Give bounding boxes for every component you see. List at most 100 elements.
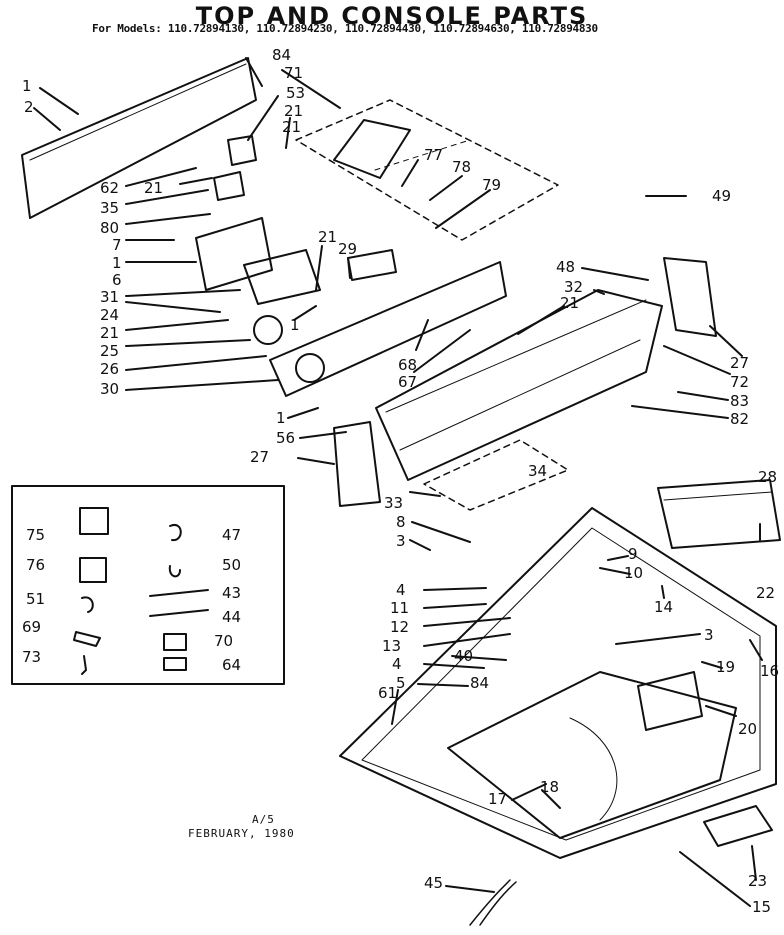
inset-callout-label: 73 — [22, 648, 41, 666]
callout-label: 17 — [488, 790, 507, 808]
lint-filter — [657, 479, 781, 549]
callout-label: 21 — [282, 118, 301, 136]
inset-callout-label: 64 — [222, 656, 241, 674]
callout-label: 20 — [738, 720, 757, 738]
callout-label: 5 — [396, 674, 406, 692]
callout-label: 2 — [24, 98, 34, 116]
callout-label: 1 — [22, 77, 32, 95]
inset-part-70 — [163, 633, 187, 651]
back-panel — [21, 57, 257, 219]
callout-label: 3 — [704, 626, 714, 644]
callout-label: 4 — [392, 655, 402, 673]
callout-label: 25 — [100, 342, 119, 360]
callout-label: 21 — [144, 179, 163, 197]
inset-part-73 — [81, 655, 87, 675]
callout-label: 21 — [284, 102, 303, 120]
footnote-code: A/5 — [252, 813, 275, 826]
callout-label: 9 — [628, 545, 638, 563]
callout-label: 30 — [100, 380, 119, 398]
callout-label: 56 — [276, 429, 295, 447]
callout-label: 7 — [112, 236, 122, 254]
inset-part-43 — [149, 589, 209, 597]
callout-label: 3 — [396, 532, 406, 550]
callout-label: 80 — [100, 219, 119, 237]
callout-label: 78 — [452, 158, 471, 176]
inset-part-47 — [169, 523, 182, 542]
callout-label: 21 — [100, 324, 119, 342]
callout-label: 10 — [624, 564, 643, 582]
inset-callout-label: 50 — [222, 556, 241, 574]
callout-labels: 1 2 84 71 53 21 21 62 21 35 80 7 1 6 31 … — [22, 46, 779, 916]
inset-part-75 — [79, 507, 109, 535]
callout-label: 40 — [454, 647, 473, 665]
callout-label: 31 — [100, 288, 119, 306]
console-back-plate — [269, 261, 507, 397]
callout-label: 24 — [100, 306, 119, 324]
callout-label: 48 — [556, 258, 575, 276]
callout-label: 23 — [748, 872, 767, 890]
inset-callout-label: 76 — [26, 556, 45, 574]
callout-label: 45 — [424, 874, 443, 892]
callout-label: 13 — [382, 637, 401, 655]
callout-label: 27 — [250, 448, 269, 466]
callout-label: 35 — [100, 199, 119, 217]
callout-label: 27 — [730, 354, 749, 372]
inset-callout-label: 70 — [214, 632, 233, 650]
wire-harness — [469, 879, 517, 926]
control-panel — [375, 289, 663, 481]
inset-callout-label: 44 — [222, 608, 241, 626]
callout-label: 19 — [716, 658, 735, 676]
callout-label: 62 — [100, 179, 119, 197]
callout-label: 53 — [286, 84, 305, 102]
callout-label: 29 — [338, 240, 357, 258]
callout-label: 15 — [752, 898, 771, 916]
callout-label: 82 — [730, 410, 749, 428]
switch-part — [213, 171, 245, 201]
footnote: A/5 FEBRUARY, 1980 — [188, 813, 295, 841]
inset-part-76 — [79, 557, 107, 583]
callout-label: 71 — [284, 64, 303, 82]
callout-label: 49 — [712, 187, 731, 205]
callout-label: 61 — [378, 684, 397, 702]
switch-box — [637, 671, 703, 731]
wiring-part — [333, 119, 411, 179]
callout-label: 28 — [758, 468, 777, 486]
callout-label: 6 — [112, 271, 122, 289]
page-title: TOP AND CONSOLE PARTS — [195, 2, 589, 30]
callout-label: 22 — [756, 584, 775, 602]
callout-label: 83 — [730, 392, 749, 410]
inset-callout-label: 47 — [222, 526, 241, 544]
inset-callout-label: 51 — [26, 590, 45, 608]
models-list: For Models: 110.72894130, 110.72894230, … — [92, 22, 598, 35]
inset-callout-label: 69 — [22, 618, 41, 636]
inset-callout-label: 43 — [222, 584, 241, 602]
callout-label: 33 — [384, 494, 403, 512]
inset-callout-labels: 75 76 51 69 73 47 50 43 44 70 64 — [22, 526, 241, 674]
inset-part-69 — [73, 631, 101, 647]
end-cap-left — [333, 421, 381, 507]
switch-part — [227, 135, 257, 166]
callout-label: 8 — [396, 513, 406, 531]
inset-part-50 — [168, 565, 181, 578]
hinge-part — [703, 805, 773, 847]
callout-label: 1 — [276, 409, 286, 427]
callout-label: 1 — [112, 254, 122, 272]
inset-part-51 — [81, 596, 94, 613]
callout-label: 34 — [528, 462, 547, 480]
callout-label: 12 — [390, 618, 409, 636]
footnote-date: FEBRUARY, 1980 — [188, 827, 295, 840]
door-opening — [447, 671, 737, 839]
dashed-group — [295, 99, 559, 241]
callout-label: 84 — [272, 46, 291, 64]
callout-label: 18 — [540, 778, 559, 796]
end-cap-right — [663, 257, 717, 337]
callout-label: 79 — [482, 176, 501, 194]
top-panel — [339, 507, 777, 859]
inset-part-64 — [163, 657, 187, 671]
callout-label: 16 — [760, 662, 779, 680]
callout-label: 21 — [318, 228, 337, 246]
callout-label: 77 — [424, 146, 443, 164]
callout-label: 67 — [398, 373, 417, 391]
